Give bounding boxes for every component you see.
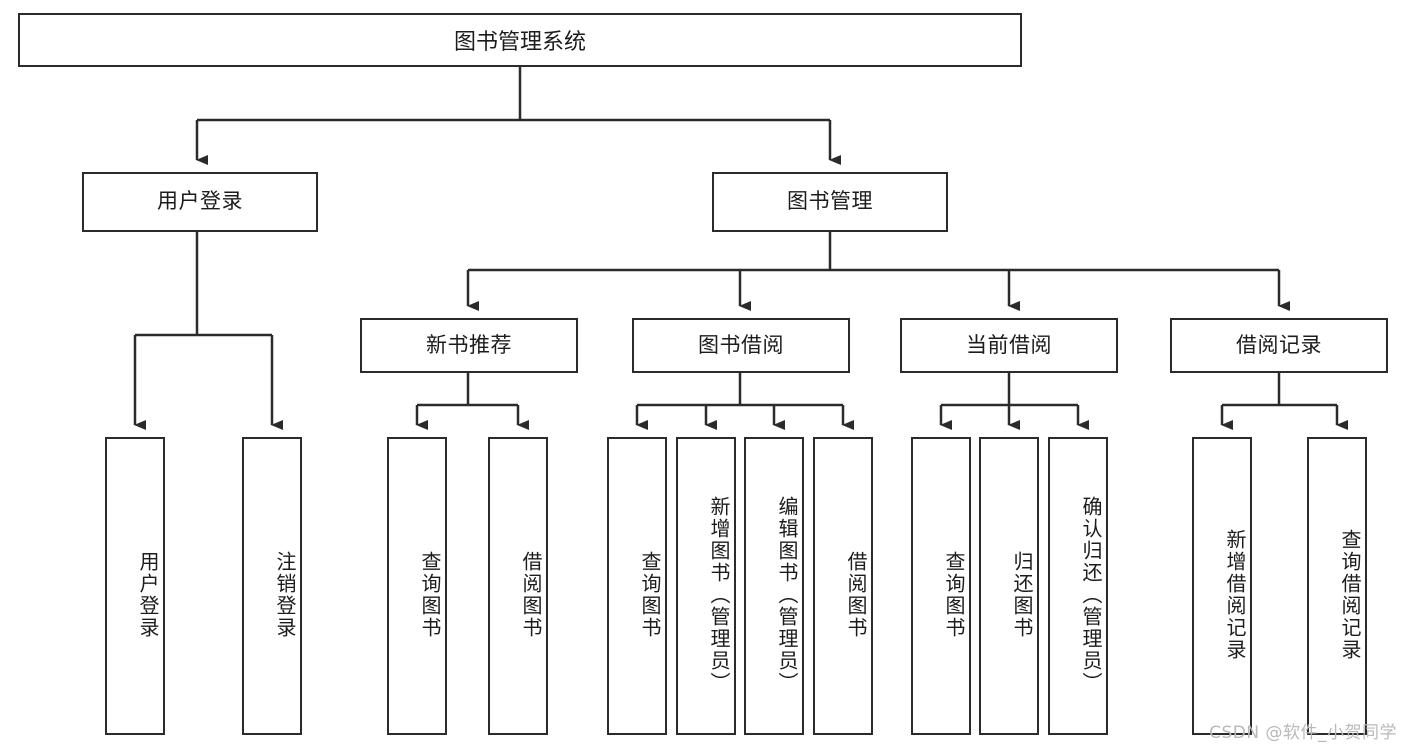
leaf-new-book-query-books[interactable]: 查询图书 (387, 437, 447, 735)
leaf-user-login-logout[interactable]: 注销登录 (242, 437, 302, 735)
node-label: 归还图书 (1010, 551, 1034, 639)
leaf-user-login-login[interactable]: 用户登录 (105, 437, 165, 735)
csdn-watermark: CSDN @软件_小贺同学 (1209, 723, 1397, 743)
node-label: 查询借阅记录 (1338, 529, 1362, 661)
leaf-records-query-record[interactable]: 查询借阅记录 (1307, 437, 1367, 735)
node-label: 用户登录 (157, 189, 243, 214)
leaf-current-confirm-return-admin[interactable]: 确认归还（管理员） (1048, 437, 1108, 735)
node-label: 新增图书（管理员） (707, 496, 731, 694)
node-current-borrowing[interactable]: 当前借阅 (900, 318, 1118, 373)
node-root-book-management-system[interactable]: 图书管理系统 (18, 13, 1022, 67)
node-book-borrowing[interactable]: 图书借阅 (632, 318, 850, 373)
node-label: 新增借阅记录 (1223, 529, 1247, 661)
leaf-borrow-borrow-books[interactable]: 借阅图书 (813, 437, 873, 735)
node-label: 新书推荐 (426, 332, 512, 357)
node-label: 图书借阅 (698, 332, 784, 357)
node-label: 当前借阅 (966, 332, 1052, 357)
node-label: 查询图书 (638, 551, 662, 639)
leaf-records-add-record[interactable]: 新增借阅记录 (1192, 437, 1252, 735)
node-label: 借阅记录 (1236, 332, 1322, 357)
node-label: 图书管理 (787, 189, 873, 214)
leaf-current-return-books[interactable]: 归还图书 (979, 437, 1039, 735)
node-new-book-recommendation[interactable]: 新书推荐 (360, 318, 578, 373)
leaf-borrow-query-books[interactable]: 查询图书 (607, 437, 667, 735)
node-label: 注销登录 (273, 551, 297, 639)
node-book-management[interactable]: 图书管理 (712, 172, 948, 232)
node-user-login[interactable]: 用户登录 (82, 172, 318, 232)
leaf-borrow-add-book-admin[interactable]: 新增图书（管理员） (676, 437, 736, 735)
leaf-current-query-books[interactable]: 查询图书 (911, 437, 971, 735)
node-label: 查询图书 (942, 551, 966, 639)
node-label: 用户登录 (136, 551, 160, 639)
node-label: 借阅图书 (519, 551, 543, 639)
leaf-new-book-borrow-books[interactable]: 借阅图书 (488, 437, 548, 735)
leaf-borrow-edit-book-admin[interactable]: 编辑图书（管理员） (744, 437, 804, 735)
node-label: 借阅图书 (844, 551, 868, 639)
node-label: 查询图书 (418, 551, 442, 639)
node-label: 编辑图书（管理员） (775, 496, 799, 694)
node-borrow-records[interactable]: 借阅记录 (1170, 318, 1388, 373)
node-label: 图书管理系统 (453, 30, 586, 55)
node-label: 确认归还（管理员） (1079, 496, 1103, 694)
